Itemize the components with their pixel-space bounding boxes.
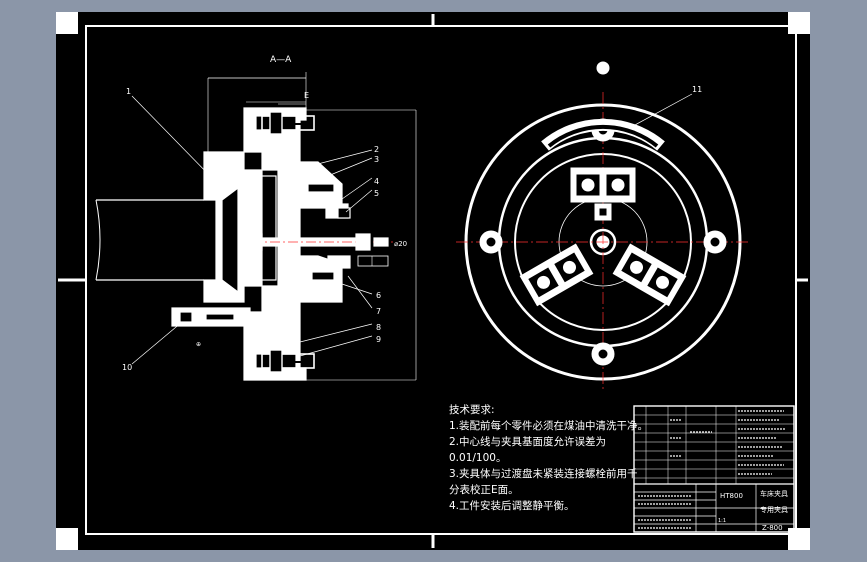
balloon-5: 5 bbox=[374, 189, 379, 198]
datum-letter: E bbox=[304, 91, 309, 100]
section-view: A—A bbox=[95, 55, 417, 381]
balloon-1: 1 bbox=[126, 87, 131, 96]
balloon-6: 6 bbox=[376, 291, 381, 300]
corner-mark-bl bbox=[56, 528, 78, 550]
balloon-10: 10 bbox=[122, 363, 132, 372]
balloon-2: 2 bbox=[374, 145, 379, 154]
balloon-labels: 1 2 3 4 5 6 7 8 9 10 11 bbox=[122, 85, 702, 372]
svg-text:⌀20: ⌀20 bbox=[394, 240, 407, 248]
balloon-8: 8 bbox=[376, 323, 381, 332]
balloon-11: 11 bbox=[692, 85, 702, 94]
title-drawing-no: Z-800 bbox=[762, 524, 783, 532]
title-scale: 1:1 bbox=[718, 518, 726, 524]
section-label: A—A bbox=[270, 55, 292, 65]
technical-requirements: 技术要求: 1.装配前每个零件必须在煤油中清洗干净。 2.中心线与夹具基面度允许… bbox=[449, 402, 649, 514]
tech-line-3: 0.01/100。 bbox=[449, 452, 507, 464]
drawing-sheet: A—A bbox=[56, 12, 810, 550]
end-view bbox=[456, 61, 750, 392]
title-model: HT800 bbox=[720, 492, 743, 500]
tech-line-4: 3.夹具体与过渡盘未紧装连接螺栓前用千 bbox=[449, 468, 638, 480]
svg-text:⊕: ⊕ bbox=[196, 341, 201, 348]
tech-line-1: 1.装配前每个零件必须在煤油中清洗干净。 bbox=[449, 420, 649, 432]
tech-line-2: 2.中心线与夹具基面度允许误差为 bbox=[449, 436, 607, 448]
corner-mark-tl bbox=[56, 12, 78, 34]
tech-title: 技术要求: bbox=[449, 404, 495, 416]
corner-mark-br bbox=[788, 528, 810, 550]
svg-text:⌀80: ⌀80 bbox=[247, 263, 254, 274]
title-block bbox=[633, 405, 795, 533]
corner-mark-tr bbox=[788, 12, 810, 34]
balloon-7: 7 bbox=[376, 307, 381, 316]
drawing-canvas: A—A bbox=[56, 12, 810, 550]
title-name-1: 车床夹具 bbox=[760, 489, 788, 498]
title-name-2: 专用夹具 bbox=[760, 505, 788, 514]
leaders bbox=[131, 93, 693, 365]
balloon-9: 9 bbox=[376, 335, 381, 344]
svg-text:⌀52: ⌀52 bbox=[247, 207, 254, 218]
balloon-3: 3 bbox=[374, 155, 379, 164]
title-block-text: HT800 车床夹具 专用夹具 Z-800 1:1 bbox=[718, 489, 788, 532]
balloon-4: 4 bbox=[374, 177, 379, 186]
tech-line-5: 分表校正E面。 bbox=[449, 484, 519, 496]
tech-line-6: 4.工件安装后调整静平衡。 bbox=[449, 500, 575, 512]
